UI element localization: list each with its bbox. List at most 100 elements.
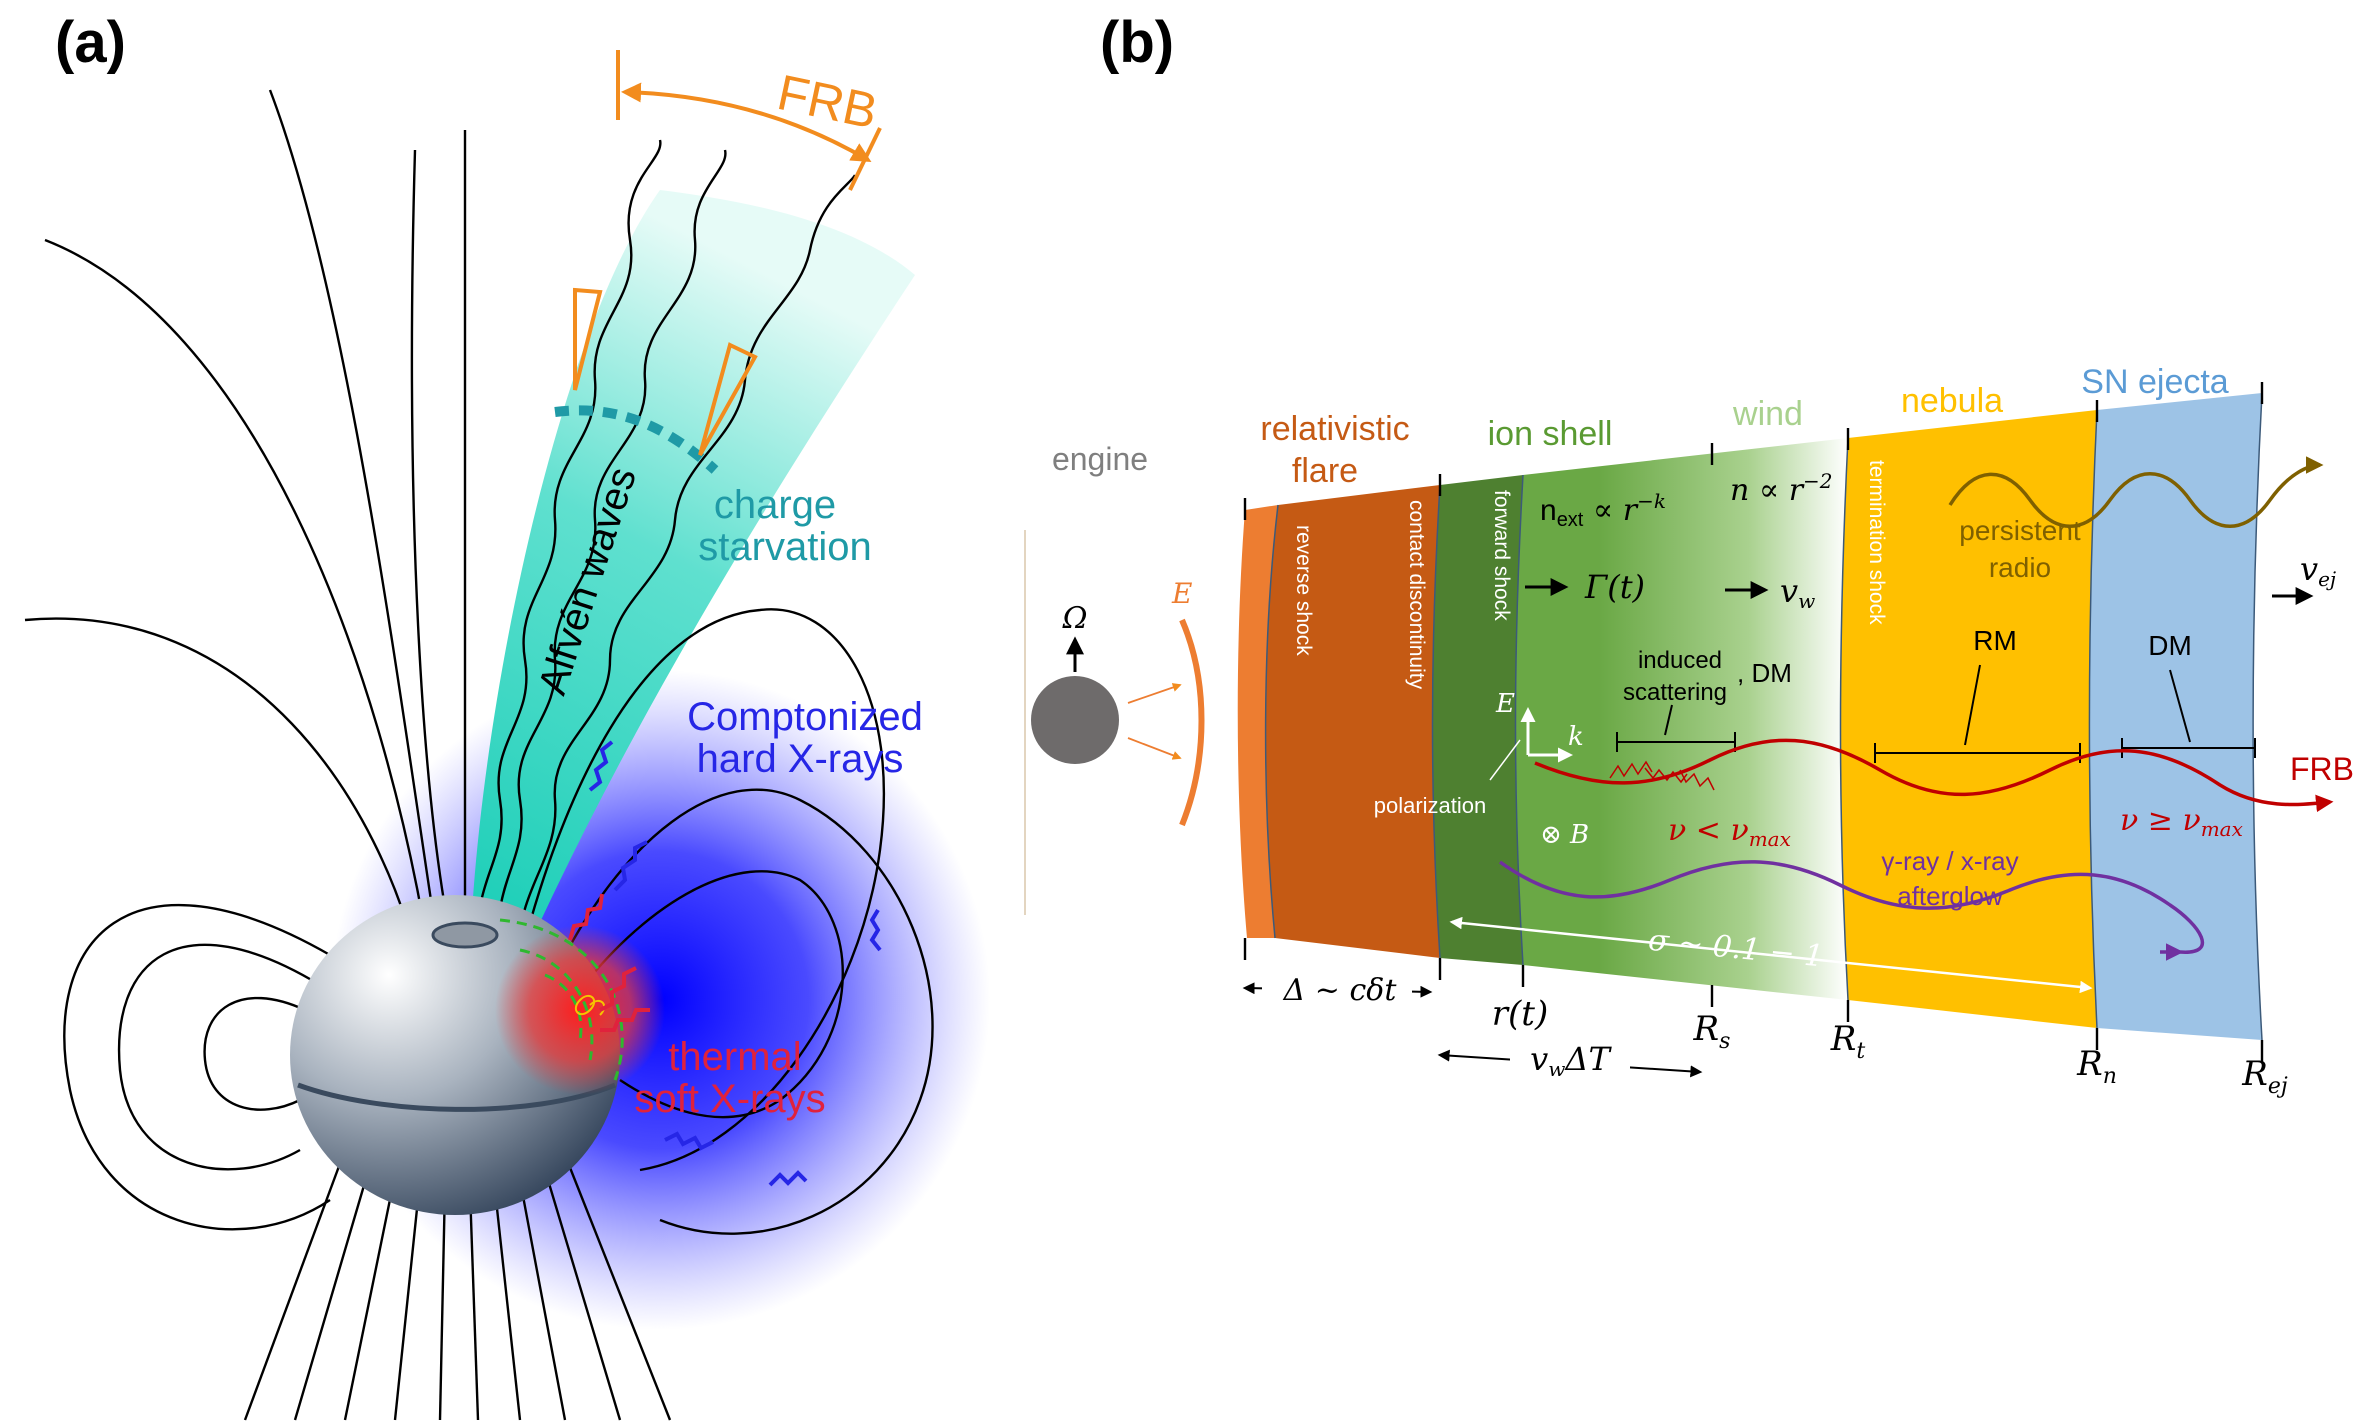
frb-beam-arrow: FRB	[616, 50, 882, 191]
nu-lt-sub: max	[1749, 827, 1791, 851]
sigma-arrow	[1449, 916, 2093, 994]
frb-label-b: FRB	[2290, 751, 2354, 787]
k-vector-label: k	[1568, 722, 1584, 752]
rs-sub: s	[1719, 1029, 1730, 1054]
scattering-bar	[1616, 704, 1736, 752]
panel-b: (b)	[1024, 10, 2354, 1099]
rs-main: R	[1693, 1009, 1720, 1049]
svg-text:ν < νmax: ν < νmax	[1668, 813, 1791, 851]
svg-text:ν ≥ νmax: ν ≥ νmax	[2120, 803, 2243, 841]
flare-label-2: flare	[1292, 452, 1358, 490]
dm-label-1: , DM	[1737, 658, 1792, 688]
rm-label: RM	[1973, 625, 2017, 656]
svg-text:Rs: Rs	[1693, 1009, 1731, 1054]
polar-cap	[431, 921, 499, 949]
vw-sub: w	[1798, 589, 1815, 613]
comptonized-label-1: Comptonized	[687, 695, 923, 739]
svg-text:vwΔT: vwΔT	[1530, 1040, 1612, 1081]
nu-ge: ν ≥ ν	[2120, 803, 2201, 838]
panel-a: (a)	[24, 10, 990, 1421]
engine-ray-2	[1127, 737, 1182, 760]
rm-bar	[1874, 664, 2081, 763]
polarization-label: polarization	[1374, 793, 1487, 818]
n-ext-exp: −k	[1637, 489, 1666, 513]
radio-label-1: persistent	[1959, 515, 2081, 546]
energy-label: E	[1171, 577, 1192, 610]
closed-field-loops	[518, 608, 934, 1235]
hard-xray-photons	[588, 740, 882, 1187]
nu-lt: ν < ν	[1668, 813, 1749, 848]
termination-shock-label: termination shock	[1865, 460, 1888, 625]
rn-main: R	[2076, 1044, 2103, 1084]
engine-ray-1	[1127, 683, 1182, 704]
alfven-jet	[470, 190, 915, 955]
n-wind: n ∝ r	[1730, 473, 1805, 508]
sn-ejecta-region	[2089, 393, 2262, 1040]
e-vector-label: E	[1495, 689, 1515, 719]
thermal-hotspot	[495, 925, 665, 1095]
top-ticks	[1243, 382, 2264, 520]
n-ext-sub: ext	[1557, 509, 1584, 531]
vwdt-sub: w	[1548, 1057, 1565, 1081]
engine-label: engine	[1052, 441, 1148, 477]
panel-b-label: (b)	[1100, 10, 1174, 75]
panel-a-label: (a)	[55, 10, 126, 75]
rt-sub: t	[1856, 1039, 1865, 1064]
thermal-label-2: soft X-rays	[634, 1077, 825, 1121]
vej-v: v	[2300, 550, 2318, 588]
b-field-label: ⊗ B	[1540, 820, 1589, 850]
svg-text:Rt: Rt	[1830, 1019, 1866, 1064]
star-equator	[297, 1082, 616, 1112]
alfven-wave-lines	[477, 139, 857, 956]
polarization-pointer	[1489, 739, 1521, 781]
scattering-label-2: scattering	[1623, 679, 1727, 706]
svg-text:vw: vw	[1780, 572, 1815, 613]
sn-ejecta-label: SN ejecta	[2081, 363, 2228, 401]
reverse-shock-label: reverse shock	[1292, 525, 1315, 656]
vw-v: v	[1780, 572, 1798, 610]
persistent-radio-wave	[1948, 456, 2324, 528]
svg-text:n ∝ r−2: n ∝ r−2	[1730, 469, 1833, 508]
svg-text:Rej: Rej	[2241, 1054, 2288, 1099]
n-ext-rel: ∝ r	[1583, 493, 1638, 528]
vw-dt-label-bg	[1510, 1040, 1630, 1080]
hotspot-dashed-arcs	[499, 918, 624, 1081]
frb-label-a: FRB	[773, 64, 882, 140]
hotspot-coils	[574, 994, 606, 1016]
afterglow-label-2: afterglow	[1897, 881, 2003, 911]
rt-main: R	[1830, 1019, 1857, 1059]
gamma-label: Γ(t)	[1584, 568, 1645, 606]
n-ext-n: n	[1540, 494, 1557, 527]
region-boundaries	[1264, 392, 2263, 1041]
rej-main: R	[2241, 1054, 2268, 1094]
comptonized-label-2: hard X-rays	[697, 737, 904, 781]
vwdt-rest: ΔT	[1563, 1040, 1612, 1078]
emission-cones	[573, 287, 758, 456]
magnetic-field-lines	[24, 89, 672, 1421]
omega-label: Ω	[1062, 601, 1088, 636]
delta-label-bg	[1262, 970, 1412, 1010]
frb-wave	[1534, 738, 2334, 813]
charge-label-2: starvation	[698, 525, 871, 569]
vwdt-v: v	[1530, 1040, 1548, 1078]
n-wind-exp: −2	[1803, 469, 1832, 493]
ion-shell-forward-region	[1432, 475, 1523, 965]
scattering-label-1: induced	[1638, 647, 1722, 674]
scattered-wavelets	[1609, 760, 1715, 791]
dm-bar	[2121, 669, 2256, 758]
rej-sub: ej	[2268, 1074, 2288, 1099]
afterglow-label-1: γ-ray / x-ray	[1881, 846, 2018, 876]
svg-text:next ∝ r−k: next ∝ r−k	[1540, 489, 1666, 531]
engine-body	[1031, 676, 1119, 764]
flare-label-1: relativistic	[1260, 410, 1409, 448]
density-wind-law: n ∝ r−2	[1730, 469, 1833, 508]
radio-label-2: radio	[1989, 552, 2051, 583]
soft-xray-photons	[568, 893, 650, 1032]
forward-shock-label: forward shock	[1490, 490, 1513, 621]
vej-sub: ej	[2318, 567, 2336, 591]
flare-edge-region	[1237, 505, 1278, 938]
ion-shell-label: ion shell	[1488, 415, 1613, 453]
charge-label-1: charge	[714, 483, 836, 527]
ion-wind-region	[1515, 438, 1848, 1000]
